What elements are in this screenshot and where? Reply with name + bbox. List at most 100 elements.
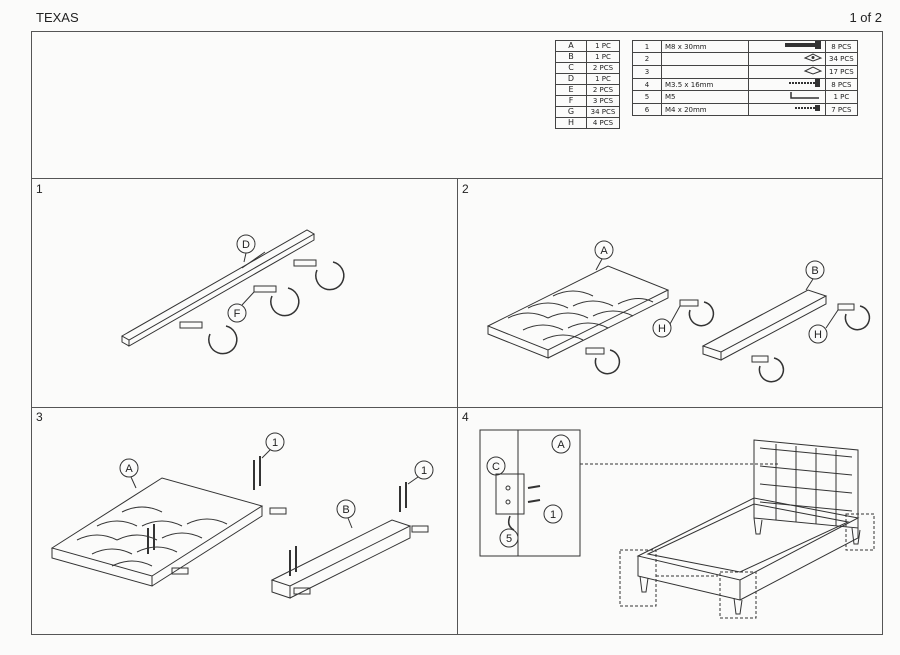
- hardware-qty: 17 PCS: [825, 65, 858, 79]
- part-letter: E: [555, 84, 587, 96]
- dowel: [293, 259, 317, 267]
- hardware-table: 1 M8 x 30mm 8 PCS 2 34 PCS 3 17 PCS 4 M3…: [632, 40, 858, 116]
- dowel: [293, 587, 311, 595]
- callout-1: 1: [550, 509, 556, 521]
- label-circle: [805, 260, 825, 280]
- footboard-b: [270, 519, 412, 587]
- callout-f: F: [234, 308, 241, 320]
- part-qty: 1 PC: [586, 73, 620, 85]
- label-circle: [551, 434, 571, 454]
- callout-d: D: [242, 239, 250, 251]
- part-qty: 2 PCS: [586, 84, 620, 96]
- instruction-frame: [31, 31, 883, 635]
- table-row: 6 M4 x 20mm 7 PCS: [632, 103, 858, 116]
- hardware-desc: M8 x 30mm: [661, 40, 749, 53]
- label-circle: [227, 303, 247, 323]
- detail-inset: [479, 429, 581, 557]
- callout-b: B: [342, 504, 349, 516]
- part-qty: 4 PCS: [586, 117, 620, 129]
- dowel: [411, 525, 429, 533]
- step-1-number: 1: [36, 182, 43, 196]
- part-letter: G: [555, 106, 587, 118]
- dowel: [751, 355, 769, 363]
- part-letter: B: [555, 51, 587, 63]
- hardware-num: 4: [632, 78, 662, 91]
- dowel: [253, 285, 277, 293]
- part-qty: 1 PC: [586, 40, 620, 52]
- callout-b: B: [811, 265, 818, 277]
- part-qty: 34 PCS: [586, 106, 620, 118]
- dowel: [179, 321, 203, 329]
- dowel: [585, 347, 605, 355]
- hardware-num: 5: [632, 90, 662, 104]
- callout-a: A: [600, 245, 608, 257]
- callout-a: A: [557, 439, 565, 451]
- step-4-number: 4: [462, 410, 469, 424]
- part-qty: 3 PCS: [586, 95, 620, 107]
- step-1-illustration: D F: [120, 229, 345, 355]
- rail-d: [120, 229, 316, 341]
- allen-key-icon: [748, 90, 826, 104]
- dowel: [679, 299, 699, 307]
- part-letter: F: [555, 95, 587, 107]
- label-circle: [594, 240, 614, 260]
- footboard-b: [701, 289, 828, 353]
- table-row: 3 17 PCS: [632, 65, 858, 79]
- hardware-qty: 7 PCS: [825, 103, 858, 116]
- rotate-arrow: [844, 305, 871, 331]
- bed-leg: [733, 597, 743, 615]
- table-row: 1 M8 x 30mm 8 PCS: [632, 40, 858, 53]
- dowel: [269, 507, 287, 515]
- part-letter: C: [555, 62, 587, 74]
- callout-a: A: [125, 463, 133, 475]
- hardware-desc: [661, 52, 749, 66]
- hardware-desc: M5: [661, 90, 749, 104]
- label-circle: [652, 318, 672, 338]
- hardware-num: 3: [632, 65, 662, 79]
- step-3-number: 3: [36, 410, 43, 424]
- table-row: 4 M3.5 x 16mm 8 PCS: [632, 78, 858, 91]
- hardware-desc: M4 x 20mm: [661, 103, 749, 116]
- hardware-num: 1: [632, 40, 662, 53]
- divider-vertical: [457, 178, 458, 634]
- rotate-arrow: [315, 261, 345, 291]
- hardware-qty: 34 PCS: [825, 52, 858, 66]
- label-circle: [543, 504, 563, 524]
- hardware-qty: 8 PCS: [825, 40, 858, 53]
- screw-icon: [748, 78, 826, 91]
- step-2-illustration: A B H H: [486, 240, 871, 383]
- label-circle: [808, 324, 828, 344]
- step-3-illustration: A 1 B 1: [50, 432, 434, 599]
- allen-key: [507, 515, 515, 531]
- callout-5: 5: [506, 533, 512, 545]
- label-circle: [336, 499, 356, 519]
- label-circle: [499, 528, 519, 548]
- hardware-qty: 8 PCS: [825, 78, 858, 91]
- screw-icon: [748, 103, 826, 116]
- bed-frame: [636, 497, 860, 581]
- button-cover-icon: [748, 52, 826, 66]
- table-row: 5 M5 1 PC: [632, 90, 858, 104]
- rotate-arrow: [208, 325, 238, 355]
- hardware-qty: 1 PC: [825, 90, 858, 104]
- table-row: 2 34 PCS: [632, 52, 858, 66]
- label-circle: [265, 432, 285, 452]
- label-circle: [486, 456, 506, 476]
- page-number: 1 of 2: [849, 10, 882, 25]
- dowel: [171, 567, 189, 575]
- label-circle: [414, 460, 434, 480]
- hardware-num: 2: [632, 52, 662, 66]
- rotate-arrow: [270, 287, 300, 317]
- bed-leg: [753, 517, 763, 535]
- step-2-number: 2: [462, 182, 469, 196]
- callout-c: C: [492, 461, 500, 473]
- hardware-num: 6: [632, 103, 662, 116]
- part-qty: 2 PCS: [586, 62, 620, 74]
- bed-leg: [851, 527, 861, 545]
